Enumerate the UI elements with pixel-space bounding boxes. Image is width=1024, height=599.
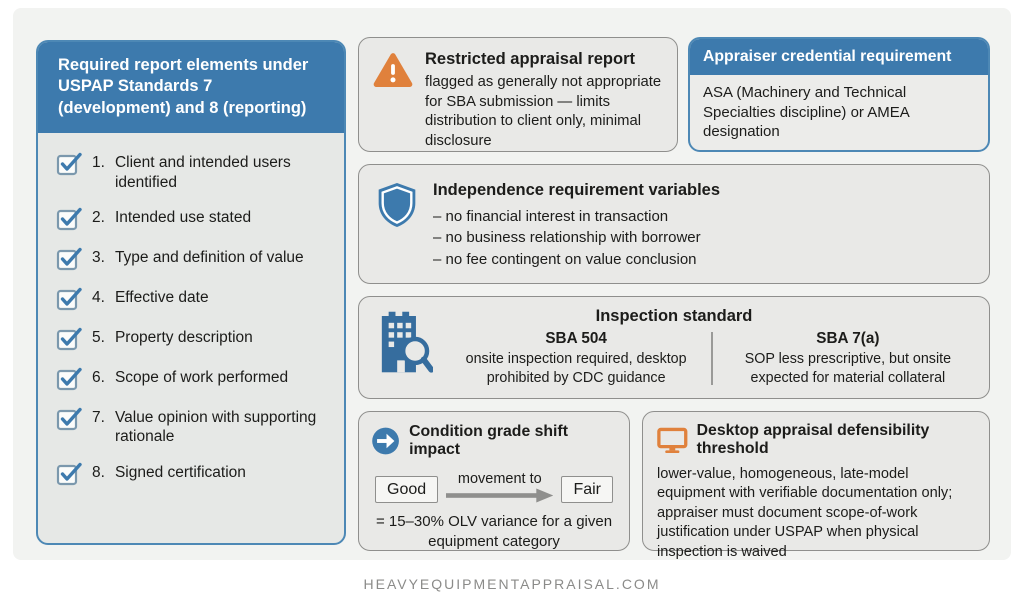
card-title: Restricted appraisal report xyxy=(425,50,635,68)
panel-title: Required report elements under USPAP Sta… xyxy=(38,42,344,134)
card-body: lower-value, homogeneous, late-model equ… xyxy=(657,466,953,560)
item-number: 5. xyxy=(92,329,105,347)
column-body: onsite inspection required, desktop proh… xyxy=(465,351,687,386)
item-label: Intended use stated xyxy=(114,209,252,227)
list-item: 8. Signed certification xyxy=(56,462,330,487)
item-label: Type and definition of value xyxy=(114,249,304,267)
bullet-item: – no fee contingent on value conclusion xyxy=(433,250,697,268)
card-title: Independence requirement variables xyxy=(433,181,721,199)
checkbox-checked-icon xyxy=(56,367,82,391)
building-search-icon xyxy=(381,311,435,373)
uspap-checklist: 1. Client and intended users identified … xyxy=(38,133,344,497)
item-number: 8. xyxy=(92,463,105,481)
list-item: 7. Value opinion with supporting rationa… xyxy=(56,407,330,447)
card-title: Condition grade shift impact xyxy=(409,423,568,458)
card-body: flagged as generally not appropriate for… xyxy=(425,74,662,149)
checkbox-checked-icon xyxy=(56,462,82,485)
grade-box-to: Fair xyxy=(561,475,613,503)
item-label: Signed certification xyxy=(114,463,246,481)
uspap-required-elements-panel: Required report elements under USPAP Sta… xyxy=(36,40,346,545)
list-item: 4. Effective date xyxy=(56,287,330,312)
item-number: 6. xyxy=(92,369,105,387)
item-label: Property description xyxy=(114,329,253,347)
list-item: 2. Intended use stated xyxy=(56,207,330,232)
list-item: 6. Scope of work performed xyxy=(56,367,330,392)
column-body: SOP less prescriptive, but onsite expect… xyxy=(744,351,952,386)
bullet-item: – no financial interest in transaction xyxy=(433,208,669,225)
list-item: 3. Type and definition of value xyxy=(56,247,330,272)
item-number: 4. xyxy=(92,289,105,307)
card-body: ASA (Machinery and Technical Specialties… xyxy=(703,84,909,140)
card-title: Inspection standard xyxy=(595,307,753,325)
restricted-appraisal-card: Restricted appraisal report flagged as g… xyxy=(358,37,678,152)
right-column: Restricted appraisal report flagged as g… xyxy=(358,37,990,560)
condition-grade-card: Condition grade shift impact Good moveme… xyxy=(358,411,630,551)
checkbox-checked-icon xyxy=(56,207,82,231)
grade-box-from: Good xyxy=(375,475,439,503)
item-label: Scope of work performed xyxy=(114,369,289,387)
card-title: Desktop appraisal defensibility threshol… xyxy=(696,422,930,457)
inspection-col-sba504: SBA 504 onsite inspection required, desk… xyxy=(447,330,705,387)
inspection-col-sba7a: SBA 7(a) SOP less prescriptive, but onsi… xyxy=(719,330,977,387)
top-row: Restricted appraisal report flagged as g… xyxy=(358,37,990,152)
checkbox-checked-icon xyxy=(56,153,82,176)
monitor-icon xyxy=(657,427,688,453)
independence-card: Independence requirement variables – no … xyxy=(358,164,990,284)
bottom-row: Condition grade shift impact Good moveme… xyxy=(358,411,990,560)
arrow-label: movement to xyxy=(457,471,542,487)
item-label: Client and intended users identified xyxy=(114,154,291,191)
column-heading: SBA 7(a) xyxy=(816,330,880,347)
appraiser-credential-card: Appraiser credential requirement ASA (Ma… xyxy=(688,37,990,152)
item-number: 1. xyxy=(92,154,105,172)
list-item: 5. Property description xyxy=(56,327,330,352)
column-heading: SBA 504 xyxy=(545,330,607,347)
shield-icon xyxy=(378,183,416,227)
site-footer: HEAVYEQUIPMENTAPPRAISAL.COM xyxy=(363,576,661,592)
column-divider xyxy=(711,332,713,386)
checkbox-checked-icon xyxy=(56,287,82,311)
bullet-item: – no business relationship with borrower xyxy=(433,229,701,247)
item-number: 3. xyxy=(92,249,105,267)
right-arrow-icon xyxy=(446,488,554,503)
warning-icon xyxy=(373,53,413,88)
item-number: 2. xyxy=(92,209,105,227)
checkbox-checked-icon xyxy=(56,327,82,351)
variance-result: = 15–30% OLV variance for a given equipm… xyxy=(375,513,613,550)
card-title: Appraiser credential requirement xyxy=(690,39,988,75)
item-label: Effective date xyxy=(114,289,209,307)
item-label: Value opinion with supporting rationale xyxy=(114,409,317,446)
item-number: 7. xyxy=(92,409,105,427)
arrow-circle-icon xyxy=(372,427,399,455)
list-item: 1. Client and intended users identified xyxy=(56,153,330,192)
checkbox-checked-icon xyxy=(56,247,82,271)
checkbox-checked-icon xyxy=(56,407,82,431)
desktop-threshold-card: Desktop appraisal defensibility threshol… xyxy=(642,411,990,560)
inspection-standard-card: Inspection standard SBA 504 onsite inspe… xyxy=(358,296,990,399)
